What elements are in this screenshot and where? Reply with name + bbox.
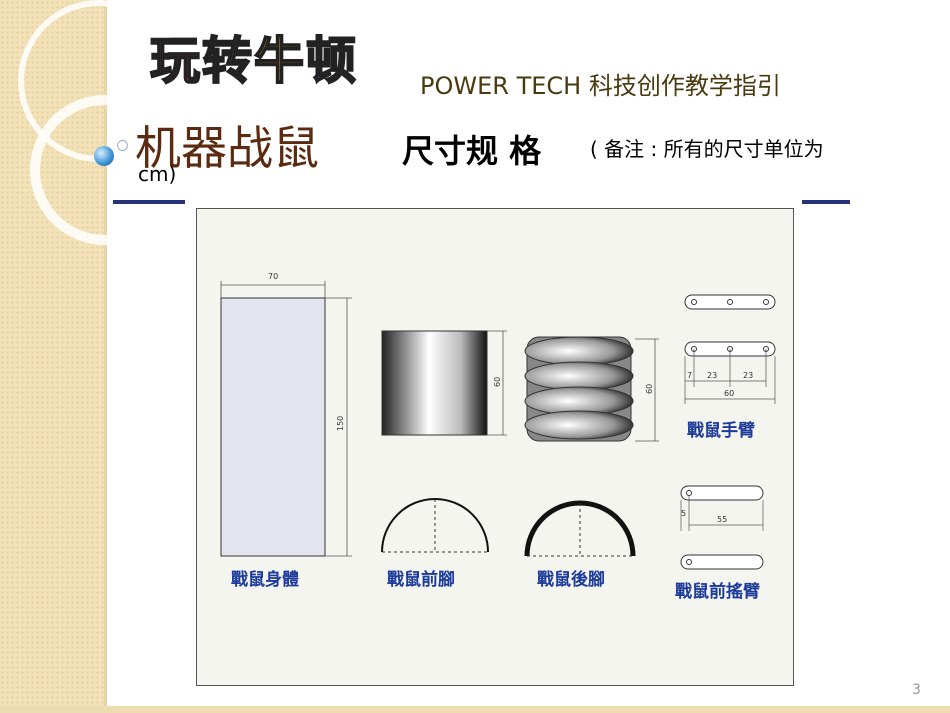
body-label: 戰鼠身體 [231,569,299,590]
forearm-dim-55: 55 [717,515,727,524]
logo-char: 牛 [253,31,305,91]
section-title: 尺寸规 格 [402,132,542,170]
arm-dim-7: 7 [687,371,692,380]
unit-note-continued: cm) [138,162,177,186]
arm-dim-23a: 23 [707,371,717,380]
rear-leg-dome-drawing: 戰鼠後腳 [524,500,636,590]
forearm-dim-5: 5 [681,509,686,518]
rear-leg-coil-drawing: 60 [524,336,659,442]
bullet-orb-icon [94,146,114,166]
page-title: 机器战鼠 [135,121,319,175]
logo-char: 转 [201,31,253,91]
rear-leg-label: 戰鼠後腳 [537,569,605,590]
rear-leg-height-dim: 60 [645,384,654,394]
subtitle: POWER TECH 科技创作教学指引 [420,72,781,100]
arm-dim-60: 60 [724,389,734,398]
front-leg-label: 戰鼠前腳 [387,569,455,590]
dimension-diagram-panel: 70 150 戰鼠身體 60 60 [196,208,794,686]
logo-char: 顿 [305,31,357,91]
dimension-diagram: 70 150 戰鼠身體 60 60 [220,272,776,602]
rat-body-drawing: 70 150 戰鼠身體 [220,272,352,590]
arm-label: 戰鼠手臂 [687,420,755,441]
forearm-plate-dimensioned-drawing: 5 55 [680,485,764,531]
page-number: 3 [912,682,921,698]
front-leg-cylinder-drawing: 60 [381,330,507,436]
bullet-ring-icon [117,140,128,151]
side-band-edge [104,0,107,713]
forearm-label: 戰鼠前搖臂 [675,581,760,602]
logo-char: 玩 [149,31,201,91]
title-rule-left [113,200,185,204]
unit-note: ( 备注 : 所有的尺寸单位为 [590,137,824,161]
logo: 玩 转 牛 顿 [149,30,357,92]
arm-dim-23b: 23 [743,371,753,380]
body-height-dim: 150 [336,416,345,431]
arm-plate-top-drawing [684,294,776,310]
front-leg-dome-drawing: 戰鼠前腳 [381,498,489,590]
body-width-dim: 70 [268,272,278,281]
arm-plate-dimensioned-drawing: 7 23 23 60 戰鼠手臂 [684,341,776,441]
bottom-band [0,706,950,713]
decorative-arc [30,95,180,245]
forearm-plate-drawing: 戰鼠前搖臂 [675,554,764,602]
title-rule-right [802,200,850,204]
front-leg-height-dim: 60 [493,377,502,387]
